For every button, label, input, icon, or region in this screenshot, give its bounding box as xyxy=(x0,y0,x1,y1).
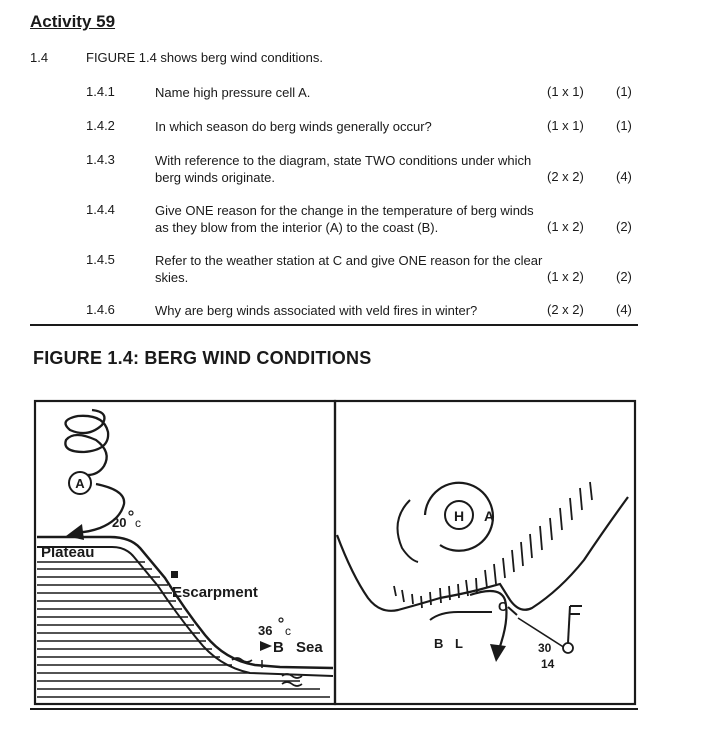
question-text: In which season do berg winds generally … xyxy=(155,118,595,135)
question-marks: (1 x 2) xyxy=(547,269,584,284)
sea-label: Sea xyxy=(296,639,323,656)
coast-label-b: B xyxy=(273,639,284,656)
question-number: 1.4.4 xyxy=(86,202,115,217)
question-marks: (2 x 2) xyxy=(547,302,584,317)
interior-hatching xyxy=(393,481,593,609)
low-pressure-isobar xyxy=(429,611,492,621)
question-number: 1.4.5 xyxy=(86,252,115,267)
question-marks: (1 x 1) xyxy=(547,84,584,99)
wind-arrow-path xyxy=(469,589,508,653)
figure-title: FIGURE 1.4: BERG WIND CONDITIONS xyxy=(33,348,372,368)
bottom-divider xyxy=(30,708,638,710)
isobar-outer xyxy=(423,481,495,552)
wind-arrow-head xyxy=(490,644,506,662)
question-total: (4) xyxy=(616,169,632,184)
question-text: With reference to the diagram, state TWO… xyxy=(155,152,595,186)
coast-temperature: 36 xyxy=(258,623,272,638)
high-pressure-a: A xyxy=(484,508,494,524)
station-temperature: 30 xyxy=(538,641,552,655)
question-text: Refer to the weather station at C and gi… xyxy=(155,252,595,286)
question-text: Why are berg winds associated with veld … xyxy=(155,302,595,319)
question-line: With reference to the diagram, state TWO… xyxy=(155,153,532,168)
station-c-label: C xyxy=(498,599,508,614)
sea-waves xyxy=(231,657,303,687)
question-total: (1) xyxy=(616,118,632,133)
right-panel-frame xyxy=(333,399,637,706)
question-number: 1.4.6 xyxy=(86,302,115,317)
escarpment-label: Escarpment xyxy=(172,584,258,601)
question-total: (4) xyxy=(616,302,632,317)
high-pressure-h: H xyxy=(454,508,464,524)
coast-arrowhead xyxy=(260,641,272,651)
interior-temperature-unit: c xyxy=(135,516,141,530)
high-pressure-inner xyxy=(444,500,474,530)
label-a: A xyxy=(75,476,85,491)
question-line: Name high pressure cell A. xyxy=(155,85,311,100)
question-line: berg winds originate. xyxy=(155,170,275,185)
label-a-circle xyxy=(68,471,92,495)
degree-symbol xyxy=(128,510,134,516)
question-text: Give ONE reason for the change in the te… xyxy=(155,202,595,236)
station-c-marker xyxy=(507,606,518,616)
wind-arrowhead xyxy=(66,524,84,540)
station-dew-point: 14 xyxy=(541,657,555,671)
question-total: (1) xyxy=(616,84,632,99)
question-number: 1.4.3 xyxy=(86,152,115,167)
question-line: skies. xyxy=(155,270,189,285)
section-divider xyxy=(30,324,638,326)
low-pressure-l: L xyxy=(455,636,463,651)
coast-temperature-unit: c xyxy=(285,624,291,638)
question-line: In which season do berg winds generally … xyxy=(155,119,432,134)
plateau-label: Plateau xyxy=(41,544,94,561)
question-number: 1.4.1 xyxy=(86,84,115,99)
interior-temperature: 20 xyxy=(112,515,126,530)
berg-wind-spiral xyxy=(64,408,126,534)
section-intro: FIGURE 1.4 shows berg wind conditions. xyxy=(86,50,323,65)
isobar-left xyxy=(396,499,419,563)
coastline xyxy=(335,496,629,612)
question-line: Give ONE reason for the change in the te… xyxy=(155,203,534,218)
degree-symbol xyxy=(278,617,284,623)
question-marks: (1 x 2) xyxy=(547,219,584,234)
station-circle xyxy=(562,642,574,654)
question-line: Why are berg winds associated with veld … xyxy=(155,303,478,318)
question-line: as they blow from the interior (A) to th… xyxy=(155,220,439,235)
low-pressure-b: B xyxy=(434,636,443,651)
section-number: 1.4 xyxy=(30,50,49,65)
question-marks: (1 x 1) xyxy=(547,118,584,133)
plateau-escarpment-profile xyxy=(37,535,334,698)
question-total: (2) xyxy=(616,219,632,234)
question-number: 1.4.2 xyxy=(86,118,115,133)
station-pointer-line xyxy=(517,617,566,649)
question-marks: (2 x 2) xyxy=(547,169,584,184)
question-line: Refer to the weather station at C and gi… xyxy=(155,253,543,268)
wind-barb xyxy=(567,605,582,644)
activity-title: Activity 59 xyxy=(30,12,116,31)
escarpment-marker xyxy=(171,571,178,578)
question-total: (2) xyxy=(616,269,632,284)
question-text: Name high pressure cell A. xyxy=(155,84,595,101)
